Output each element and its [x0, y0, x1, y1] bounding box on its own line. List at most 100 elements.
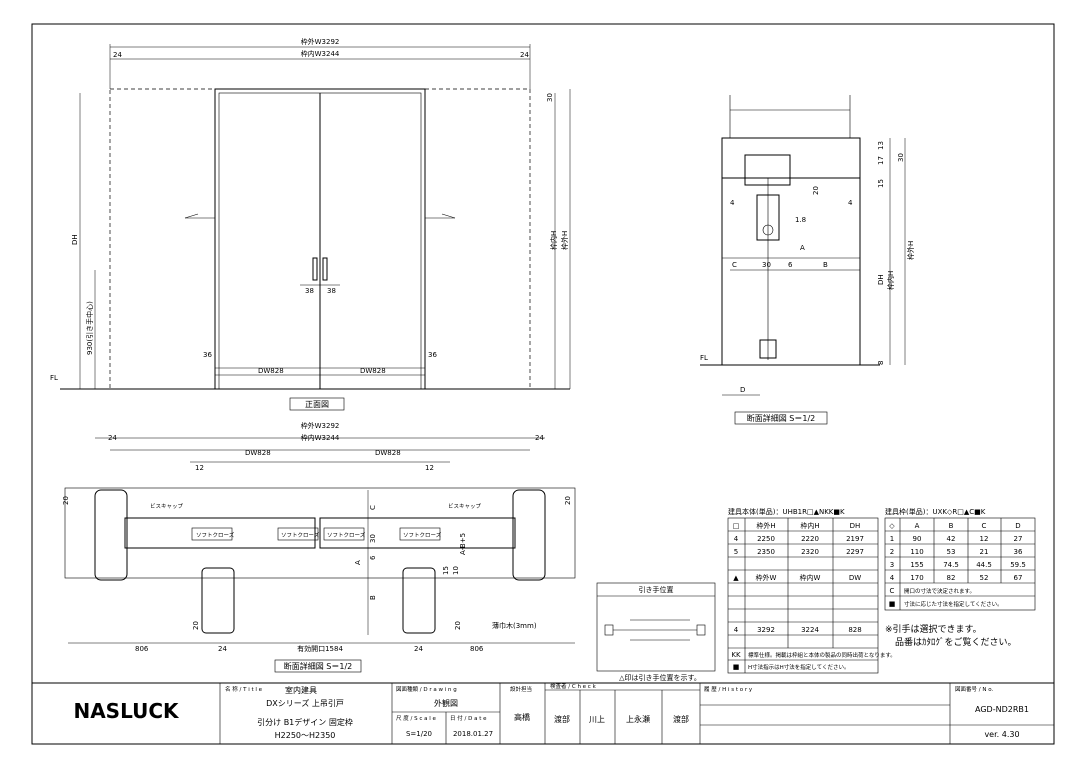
- sec-d20: 20: [812, 186, 820, 195]
- table2-cell: 2: [890, 548, 894, 556]
- table1-head-cell: DH: [850, 522, 861, 530]
- front-elevation: [60, 44, 571, 411]
- table2-cell: 90: [913, 535, 922, 543]
- sec-d18: 1.8: [795, 216, 806, 224]
- table1-note-text: H寸法指示はH寸法を指定してください。: [748, 663, 849, 671]
- plan-screw-cap-left: ビスキャップ: [150, 502, 184, 510]
- elev-caption: 正面図: [305, 400, 329, 409]
- elev-edge-dim-left: 36: [203, 351, 212, 359]
- table2-cell: 36: [1014, 548, 1023, 556]
- handle-box-title: 引き手位置: [639, 585, 674, 594]
- table1-head2-cell: 枠外W: [756, 573, 777, 582]
- table2-cell: 27: [1014, 535, 1023, 543]
- tb-history-label: 履 歴 / H i s t o r y: [704, 686, 753, 693]
- plan-24-right: 24: [414, 645, 423, 653]
- sec-caption: 断面詳細図 S＝1/2: [747, 413, 816, 423]
- sec-d15: 15: [877, 179, 885, 188]
- sec-inner-h: 枠内H: [886, 271, 895, 290]
- plan-d20-low-left: 20: [192, 621, 200, 630]
- plan-caption: 断面詳細図 S＝1/2: [284, 661, 353, 671]
- tb-date: 2018.01.27: [453, 730, 493, 738]
- table1-note-key: ■: [733, 663, 740, 671]
- company-logo: NASLUCK: [73, 699, 180, 723]
- table2-cell: 1: [890, 535, 894, 543]
- plan-screw-cap-right: ビスキャップ: [448, 502, 482, 510]
- table2-cell: 155: [910, 561, 923, 569]
- tb-approver-4: 渡部: [673, 714, 689, 724]
- sec-d30h: 30: [762, 261, 771, 269]
- plan-opening: 有効開口1584: [297, 644, 343, 653]
- table-door-body: [727, 517, 879, 674]
- plan-d20-left: 20: [62, 496, 70, 505]
- tb-title1: 室内建具: [285, 685, 317, 695]
- plan-dw-right: DW828: [375, 449, 401, 457]
- table1-cell: 5: [734, 548, 738, 556]
- table2-head-cell: ◇: [889, 522, 895, 530]
- plan-dw-left: DW828: [245, 449, 271, 457]
- plan-ab5: A-B+5: [459, 533, 467, 555]
- elev-fl: FL: [50, 374, 58, 382]
- plan-806-left: 806: [135, 645, 149, 653]
- plan-d24-right: 24: [535, 434, 544, 442]
- table2-cell: 67: [1014, 574, 1023, 582]
- table2-title: 建具枠(単品)：UXK◇R□▲C■K: [885, 507, 986, 516]
- tb-drawing: 外観図: [434, 698, 458, 708]
- plan-outer-w: 枠外W3292: [301, 421, 340, 430]
- table1-head2-cell: ▲: [733, 574, 739, 582]
- table2-note-key: ■: [889, 600, 896, 608]
- handle-position-box: [596, 582, 716, 672]
- sheet-border: [31, 23, 1055, 745]
- tb-title-label: 名 称 / T i t l e: [225, 685, 263, 693]
- tb-designer: 高橋: [514, 712, 530, 722]
- plan-d20-low-right: 20: [454, 621, 462, 630]
- plan-cloth: 薄巾木(3mm): [492, 621, 537, 630]
- sec-outer-h: 枠外H: [906, 241, 915, 260]
- table2-head-cell: B: [949, 522, 954, 530]
- table2-cell: 53: [947, 548, 956, 556]
- sec-d17: 17: [877, 156, 885, 165]
- sec-dh: DH: [877, 274, 885, 285]
- table1-cell: 2320: [801, 548, 819, 556]
- table2-cell: 3: [890, 561, 894, 569]
- table2-cell: 12: [980, 535, 989, 543]
- table1-cell: 2220: [801, 535, 819, 543]
- tb-scale-label: 尺 度 / S c a l e: [396, 714, 437, 722]
- plan-soft-close-2: ソフトクローズ: [281, 531, 320, 539]
- table1-title: 建具本体(単品)：UHB1R□▲NKK■K: [728, 507, 845, 516]
- sec-a: A: [800, 244, 805, 252]
- plan-24-left: 24: [218, 645, 227, 653]
- table2-cell: 4: [890, 574, 895, 582]
- table2-cell: 110: [910, 548, 923, 556]
- title-block: [219, 683, 1054, 744]
- table1-cell: 4: [734, 535, 739, 543]
- tb-scale: S=1/20: [406, 730, 432, 738]
- elev-outer-h: 枠外H: [560, 231, 569, 250]
- plan-inner-w: 枠内W3244: [301, 433, 340, 442]
- tb-designer-label: 設計担当: [510, 685, 532, 693]
- plan-d20-right: 20: [564, 496, 572, 505]
- plan-c: C: [369, 505, 377, 510]
- table1-head2-cell: 枠内W: [800, 573, 821, 582]
- table2-cell: 52: [980, 574, 989, 582]
- plan-806-right: 806: [470, 645, 484, 653]
- table1-head-cell: 枠内H: [800, 521, 819, 530]
- table1-cell2: 3292: [757, 626, 775, 634]
- tb-approver-3: 上永瀬: [626, 714, 650, 724]
- table2-cell: 42: [947, 535, 956, 543]
- sec-d4-right: 4: [848, 199, 853, 207]
- table2-head-cell: A: [915, 522, 920, 530]
- vertical-section: [700, 95, 906, 425]
- table2-head-cell: C: [982, 522, 987, 530]
- table2-note-text: 開口の寸法で決定されます。: [904, 587, 975, 595]
- sec-d13: 13: [877, 141, 885, 150]
- plan-d6: 6: [369, 555, 377, 560]
- table1-head-cell: 枠外H: [756, 521, 775, 530]
- tb-approver-1: 渡部: [554, 714, 570, 724]
- elev-side-dim-right: 24: [520, 51, 529, 59]
- remark-line1: ※引手は選択できます。: [885, 623, 982, 635]
- tb-approver-2: 川上: [589, 715, 605, 724]
- handle-box-note: △印は引き手位置を示す。: [619, 673, 701, 682]
- plan-a: A: [354, 560, 362, 565]
- table2-cell: 82: [947, 574, 956, 582]
